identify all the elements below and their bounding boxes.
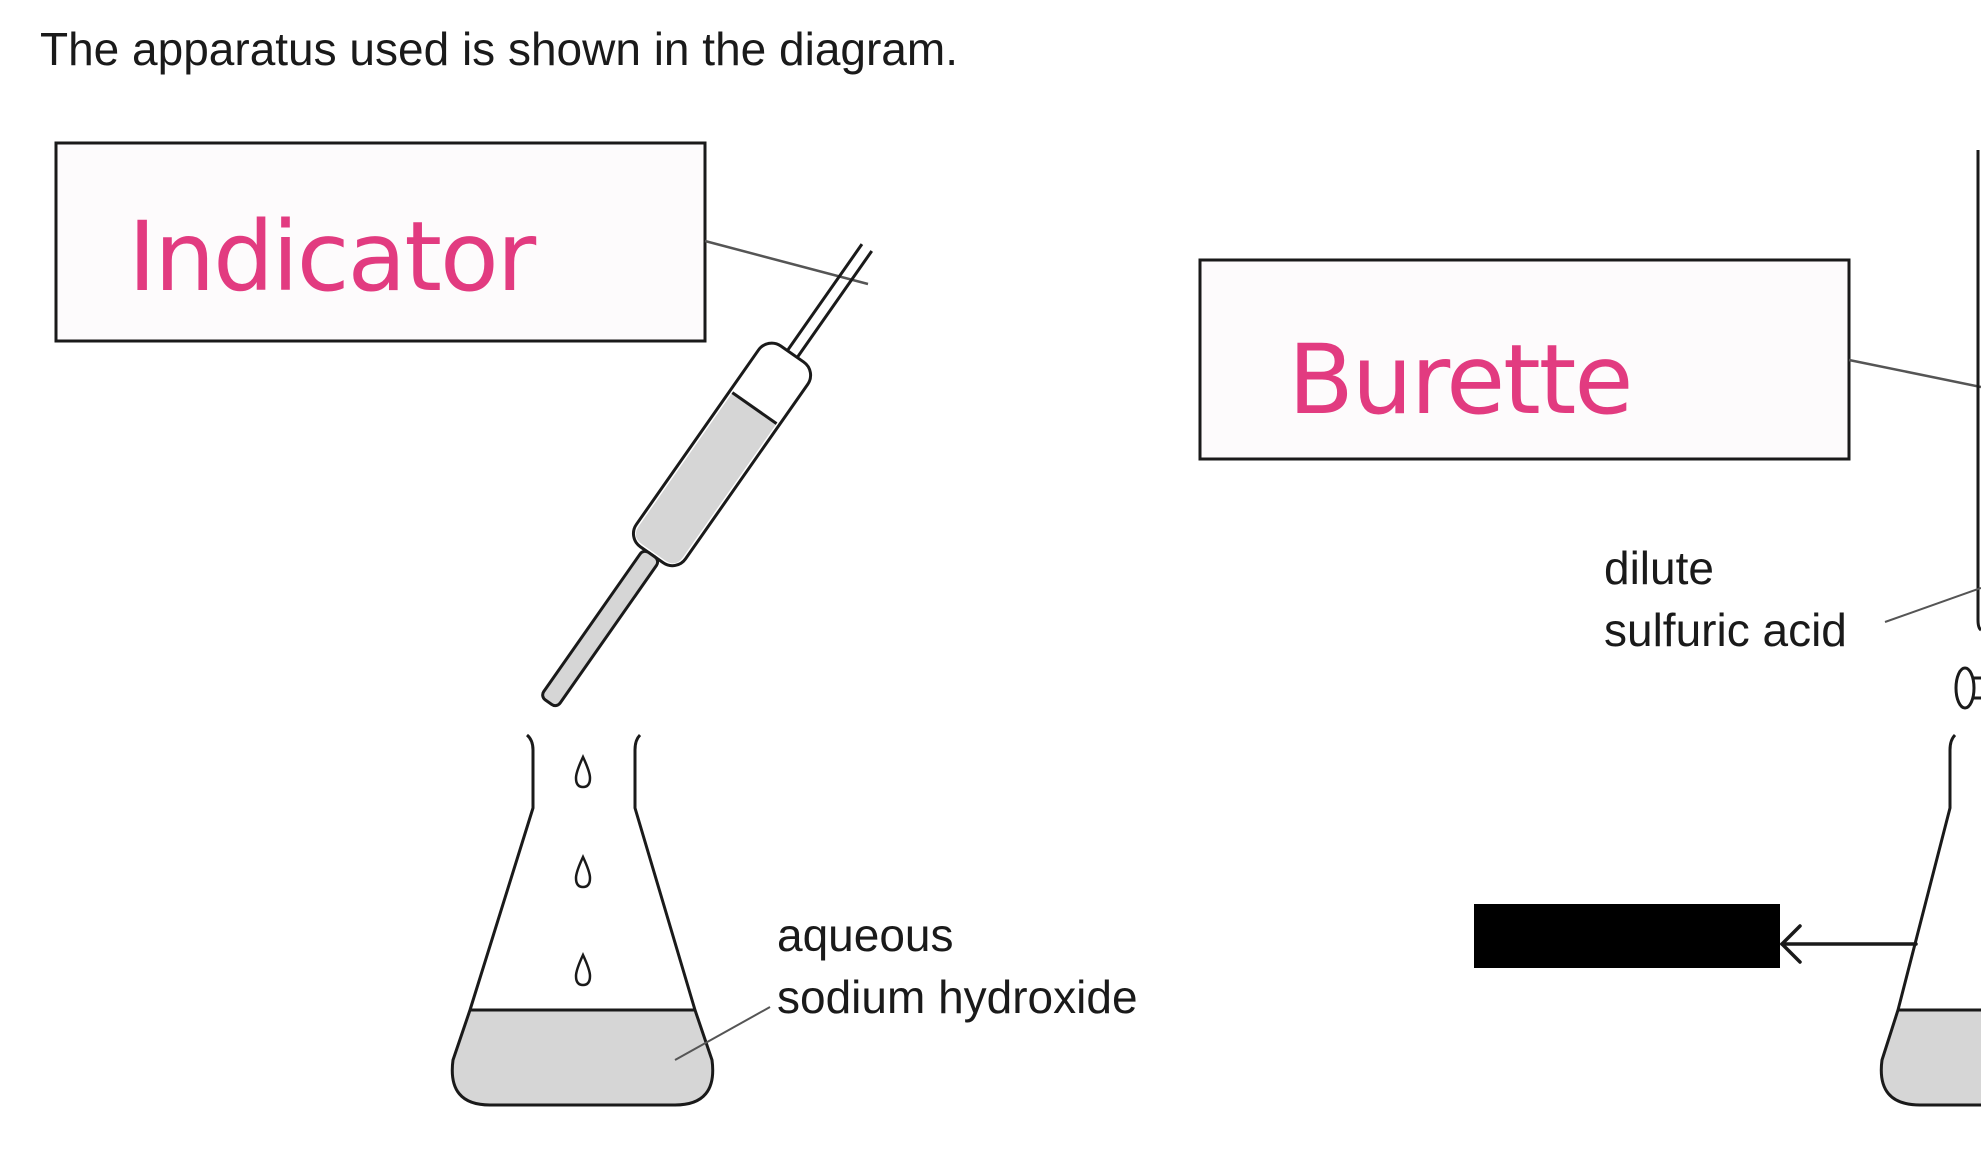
burette-contents-leader-line bbox=[1884, 587, 1981, 623]
burette bbox=[1954, 150, 1981, 710]
burette-leader-line bbox=[1848, 358, 1981, 389]
drop bbox=[574, 754, 592, 789]
indicator-drops bbox=[574, 754, 592, 987]
flask-contents-leader-line bbox=[674, 1006, 771, 1061]
redacted-label bbox=[1474, 904, 1780, 968]
burette-tap bbox=[1954, 666, 1976, 710]
conical-flask-left bbox=[450, 733, 715, 1107]
drop bbox=[574, 952, 592, 987]
intro-text: The apparatus used is shown in the diagr… bbox=[40, 23, 958, 75]
burette-handwritten-answer: Burette bbox=[1288, 324, 1631, 436]
indicator-handwritten-answer: Indicator bbox=[128, 201, 537, 313]
indicator-leader-line bbox=[704, 239, 869, 286]
redacted-label-arrow bbox=[1779, 924, 1918, 964]
indicator-answer-box: Indicator bbox=[54, 141, 707, 343]
flask-contents-label-line2: sodium hydroxide bbox=[777, 971, 1138, 1023]
dropper bbox=[541, 243, 873, 708]
burette-answer-box: Burette bbox=[1198, 258, 1851, 461]
burette-contents-label-line1: dilute bbox=[1604, 542, 1714, 594]
flask-contents-label-line1: aqueous bbox=[777, 909, 954, 961]
drop bbox=[574, 854, 592, 889]
conical-flask-right bbox=[1879, 733, 1981, 1107]
burette-contents-label-line2: sulfuric acid bbox=[1604, 604, 1847, 656]
